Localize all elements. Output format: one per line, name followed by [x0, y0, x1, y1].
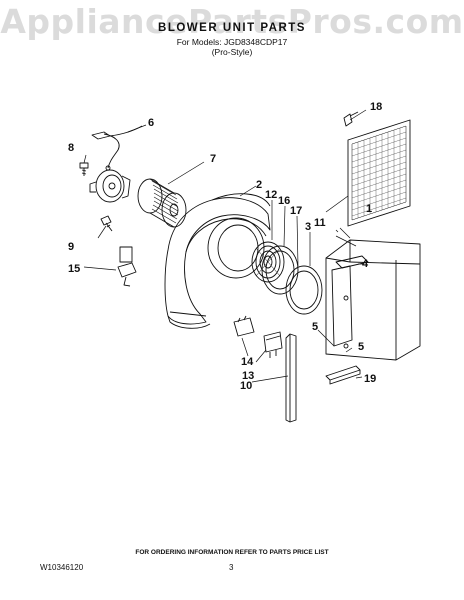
callout-10: 10 [240, 380, 252, 392]
part-6-sensor [91, 125, 143, 171]
callout-16: 16 [278, 195, 290, 207]
callout-19: 19 [364, 373, 376, 385]
callout-4: 4 [362, 258, 369, 270]
part-16-ring [261, 245, 299, 295]
model-info: For Models: JGD8348CDP17 (Pro-Style) [0, 37, 464, 57]
style-line: (Pro-Style) [211, 47, 253, 57]
callout-17: 17 [290, 205, 302, 217]
callout-1: 1 [366, 203, 372, 215]
part-10-bracket [285, 333, 297, 423]
callout-12: 12 [265, 189, 277, 201]
callout-9: 9 [68, 241, 74, 253]
page-title: BLOWER UNIT PARTS [158, 22, 306, 34]
leader-lines [83, 109, 367, 383]
part-7-blower-wheel [137, 178, 187, 228]
callout-3: 3 [305, 221, 311, 233]
document-number: W10346120 [40, 563, 84, 572]
callout-5a: 5 [312, 321, 318, 333]
callout-5b: 5 [358, 341, 364, 353]
part-12-heating-element [251, 241, 285, 283]
callout-13: 13 [242, 370, 254, 382]
part-18-clip [343, 111, 359, 127]
page-number: 3 [229, 563, 234, 572]
part-14-relay [233, 315, 255, 337]
models-line: For Models: JGD8348CDP17 [176, 37, 288, 47]
callout-2: 2 [256, 179, 262, 191]
callout-8: 8 [68, 142, 74, 154]
callout-14: 14 [241, 356, 254, 368]
callout-15: 15 [68, 263, 80, 275]
watermark: AppliancePartsPros.com [0, 2, 464, 41]
part-19-strip [325, 365, 361, 385]
callout-7: 7 [210, 153, 216, 165]
part-2-blower-housing [164, 193, 271, 329]
part-9-screw [100, 215, 113, 232]
part-8-screw [79, 162, 89, 176]
part-11-filter [347, 119, 411, 227]
callout-6: 6 [148, 117, 154, 129]
motor [89, 169, 131, 203]
part-13-switch [263, 331, 283, 358]
ordering-note: FOR ORDERING INFORMATION REFER TO PARTS … [135, 549, 329, 556]
part-15-connector [117, 246, 137, 287]
part-1-housing-box [325, 239, 421, 361]
part-3-gasket [285, 265, 323, 315]
callout-11: 11 [314, 217, 326, 229]
callout-18: 18 [370, 101, 382, 113]
